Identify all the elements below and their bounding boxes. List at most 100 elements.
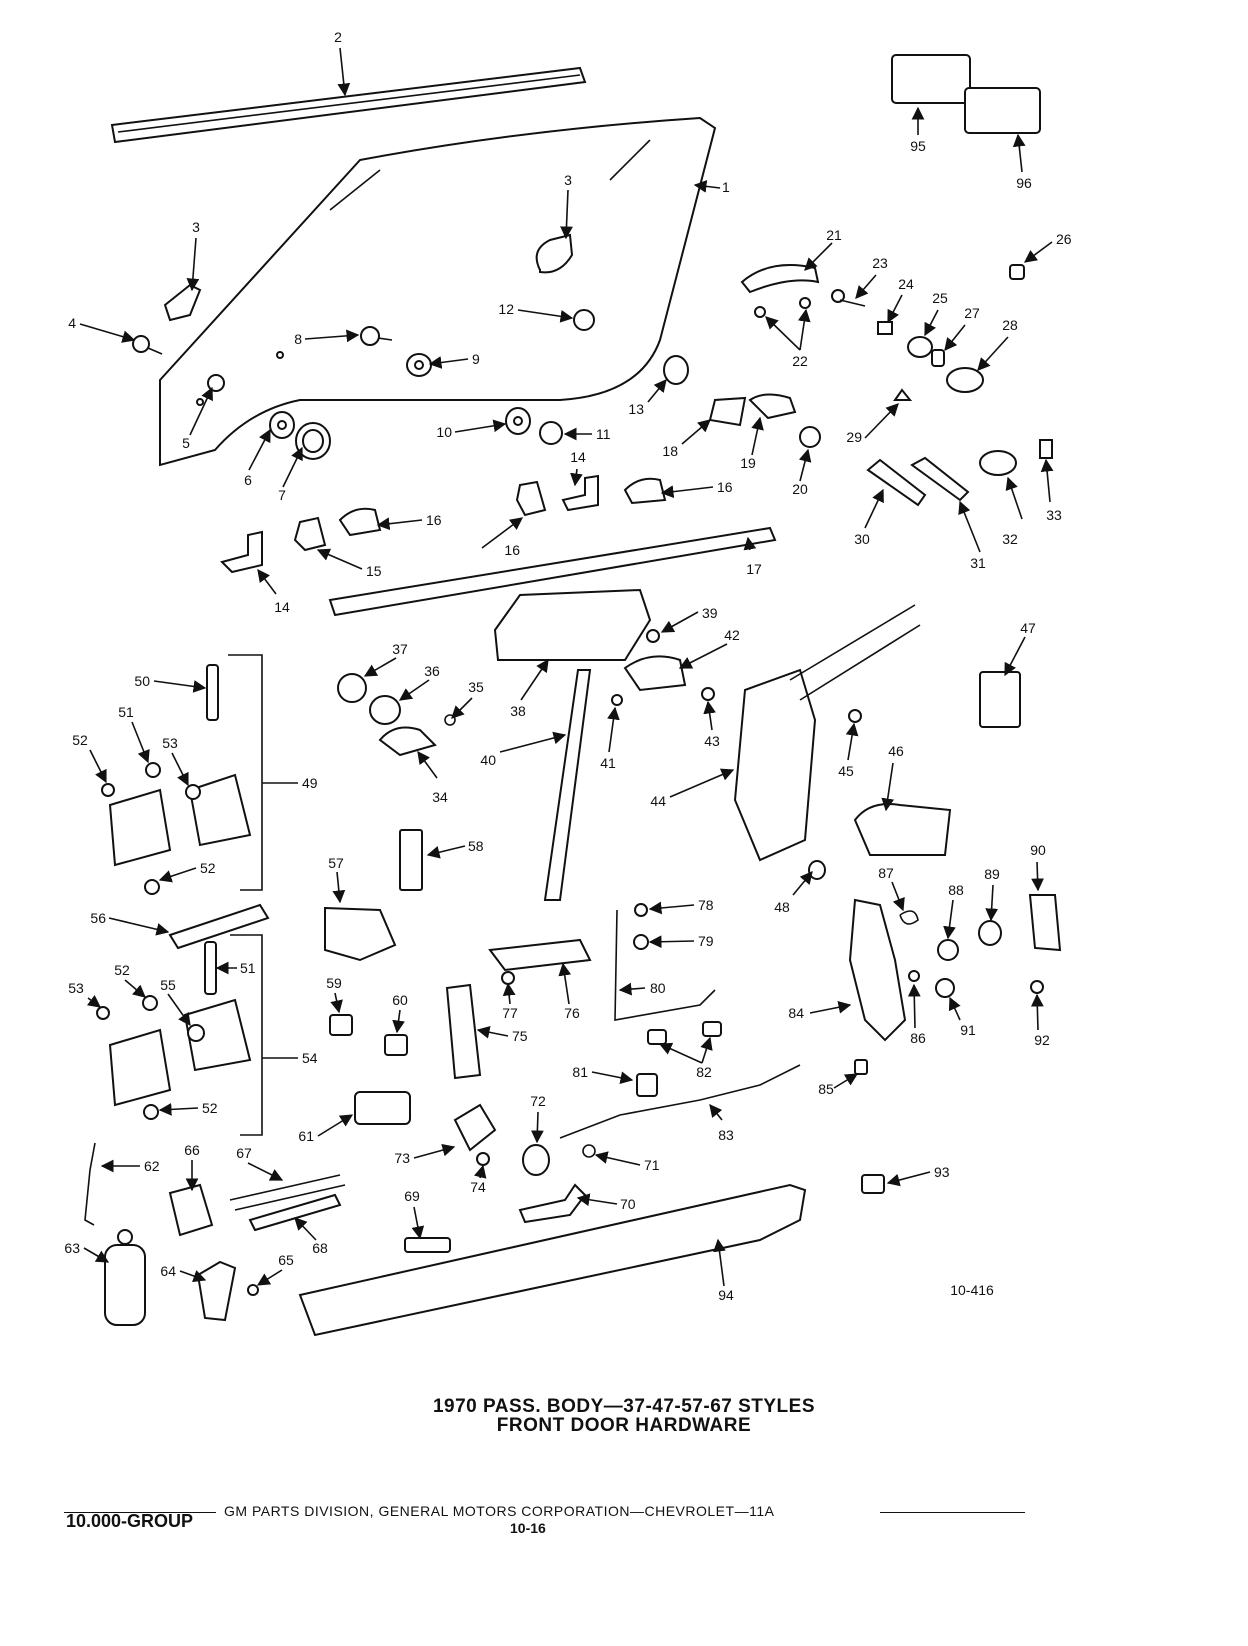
callout: 28 xyxy=(1002,317,1018,333)
escutcheon-29 xyxy=(946,367,984,393)
washer-37 xyxy=(369,695,401,725)
callout: 67 xyxy=(236,1145,252,1161)
callout: 89 xyxy=(984,866,1000,882)
callout: 81 xyxy=(572,1064,588,1080)
callout: 68 xyxy=(312,1240,328,1256)
callout: 23 xyxy=(872,255,888,271)
callout: 82 xyxy=(696,1064,712,1080)
callout: 88 xyxy=(948,882,964,898)
callout: 30 xyxy=(854,531,870,547)
lever-73 xyxy=(453,1103,497,1152)
pad-31 xyxy=(866,458,927,507)
spindle-24 xyxy=(831,289,866,307)
callout: 31 xyxy=(970,555,986,571)
latch-66 xyxy=(168,1183,214,1237)
callout: 54 xyxy=(302,1050,318,1066)
bracket-58 xyxy=(399,829,423,891)
callout: 18 xyxy=(662,443,678,459)
callout: 58 xyxy=(468,838,484,854)
plate-76 xyxy=(488,938,592,972)
bumper-72 xyxy=(522,1144,550,1176)
bracket-50 xyxy=(228,654,298,891)
switch-60 xyxy=(384,1034,408,1056)
callout: 60 xyxy=(392,992,408,1008)
regulator-base xyxy=(493,588,652,661)
screw-65 xyxy=(247,1284,259,1296)
callout: 52 xyxy=(202,1100,218,1116)
callout: 83 xyxy=(718,1127,734,1143)
striker-88 xyxy=(937,939,959,961)
guide-17 xyxy=(515,480,547,517)
callout: 86 xyxy=(910,1030,926,1046)
footer-rule-right xyxy=(880,1512,1025,1513)
guide-14b xyxy=(561,474,599,512)
callout: 52 xyxy=(200,860,216,876)
lever-70 xyxy=(518,1183,587,1224)
callout: 2 xyxy=(334,29,342,45)
spring-38 xyxy=(337,673,367,703)
lower-sash-channel xyxy=(328,526,777,617)
clip-93 xyxy=(861,1174,885,1194)
callout: 38 xyxy=(510,703,526,719)
channel-19 xyxy=(708,396,747,427)
callout: 20 xyxy=(792,481,808,497)
bracket-69 xyxy=(404,1237,451,1253)
callout: 39 xyxy=(702,605,718,621)
callout: 17 xyxy=(746,561,762,577)
bolt-53 xyxy=(101,783,201,800)
callout: 33 xyxy=(1046,507,1062,523)
callout: 92 xyxy=(1034,1032,1050,1048)
plate-32 xyxy=(910,456,970,502)
callout: 26 xyxy=(1056,231,1072,247)
callout: 48 xyxy=(774,899,790,915)
callout: 6 xyxy=(244,472,252,488)
rod-68 xyxy=(248,1193,342,1232)
callout: 56 xyxy=(90,910,106,926)
nut-40 xyxy=(646,629,660,643)
roller-35 xyxy=(378,726,437,757)
callout: 16 xyxy=(426,512,442,528)
callout: 37 xyxy=(392,641,408,657)
callout: 12 xyxy=(498,301,514,317)
lower-hinge-assy xyxy=(108,998,252,1107)
nut-44 xyxy=(701,687,715,701)
motor-47 xyxy=(853,803,952,856)
clips-82 xyxy=(647,1021,722,1045)
screw-77 xyxy=(501,971,515,985)
callout: 50 xyxy=(134,673,150,689)
inside-handle-22 xyxy=(740,264,820,294)
callout: 71 xyxy=(644,1157,660,1173)
bracket-54 xyxy=(230,934,298,1136)
callout: 36 xyxy=(424,663,440,679)
callout: 62 xyxy=(144,1158,160,1174)
callout: 49 xyxy=(302,775,318,791)
callout: 19 xyxy=(740,455,756,471)
callout: 84 xyxy=(788,1005,804,1021)
screw-74 xyxy=(476,1152,490,1166)
callout: 75 xyxy=(512,1028,528,1044)
rod-83 xyxy=(559,1064,801,1139)
callout: 27 xyxy=(964,305,980,321)
callout: 93 xyxy=(934,1164,950,1180)
callout: 35 xyxy=(468,679,484,695)
callout: 45 xyxy=(838,763,854,779)
callout: 72 xyxy=(530,1093,546,1109)
plate-90 xyxy=(1028,894,1062,952)
callout: 13 xyxy=(628,401,644,417)
callout: 15 xyxy=(366,563,382,579)
roller-11 xyxy=(539,421,563,445)
callout: 73 xyxy=(394,1150,410,1166)
callout: 11 xyxy=(596,426,611,442)
nut-79 xyxy=(633,934,649,950)
block-57 xyxy=(324,906,397,962)
callout: 41 xyxy=(600,755,616,771)
regulator-45 xyxy=(733,604,921,862)
screw-42 xyxy=(611,694,623,706)
switch-61 xyxy=(354,1091,411,1125)
ring-26 xyxy=(907,336,933,358)
callout: 22 xyxy=(792,353,808,369)
callout: 64 xyxy=(160,1263,176,1279)
callout: 21 xyxy=(826,227,842,243)
callout: 3 xyxy=(564,172,572,188)
spring-67 xyxy=(229,1174,346,1211)
